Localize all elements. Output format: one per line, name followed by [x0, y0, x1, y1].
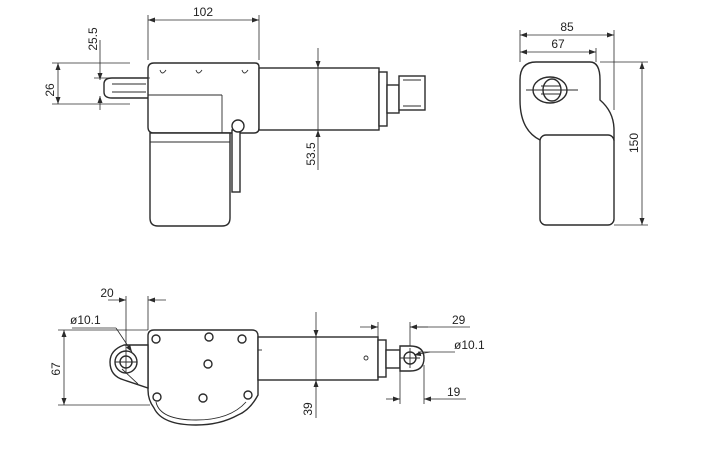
side-view: 20 ø10.1 67 39 29 ø10.1 19 — [49, 286, 485, 426]
gearbox-header — [147, 62, 260, 134]
dim-left-hole: ø10.1 — [70, 313, 101, 327]
screw — [204, 332, 214, 342]
end-view-housing — [519, 61, 615, 141]
dim-150: 150 — [627, 133, 641, 153]
side-rod — [385, 349, 401, 369]
dim-67-side: 67 — [49, 362, 63, 376]
dim-67: 67 — [551, 37, 565, 51]
screw — [151, 334, 161, 344]
cable — [231, 129, 241, 193]
dim-25-5: 25.5 — [86, 27, 100, 51]
screw — [198, 393, 208, 403]
screw — [237, 334, 247, 344]
dim-102: 102 — [193, 5, 213, 19]
screw — [152, 392, 162, 402]
end-view-motor — [539, 134, 615, 226]
side-tube-cap — [377, 339, 387, 378]
dim-29: 29 — [452, 313, 466, 327]
dim-26: 26 — [43, 83, 57, 97]
outer-tube — [258, 67, 380, 131]
dim-20: 20 — [100, 286, 114, 300]
rod — [386, 84, 400, 114]
cable-gland — [231, 119, 245, 133]
rod-end — [398, 75, 426, 111]
end-view: 85 67 150 — [519, 20, 648, 226]
top-view: 102 25.5 26 53.5 — [43, 5, 426, 227]
rear-clevis — [103, 77, 151, 99]
dim-39: 39 — [301, 402, 315, 416]
dim-85: 85 — [560, 20, 574, 34]
side-view-tube — [257, 336, 379, 381]
screw — [203, 359, 213, 369]
dim-19: 19 — [447, 385, 461, 399]
side-view-housing — [147, 329, 259, 426]
dim-53-5: 53.5 — [304, 142, 318, 166]
dim-right-hole: ø10.1 — [454, 338, 485, 352]
screw — [243, 390, 253, 400]
tube-end-cap — [378, 71, 388, 127]
motor-body — [149, 132, 231, 227]
